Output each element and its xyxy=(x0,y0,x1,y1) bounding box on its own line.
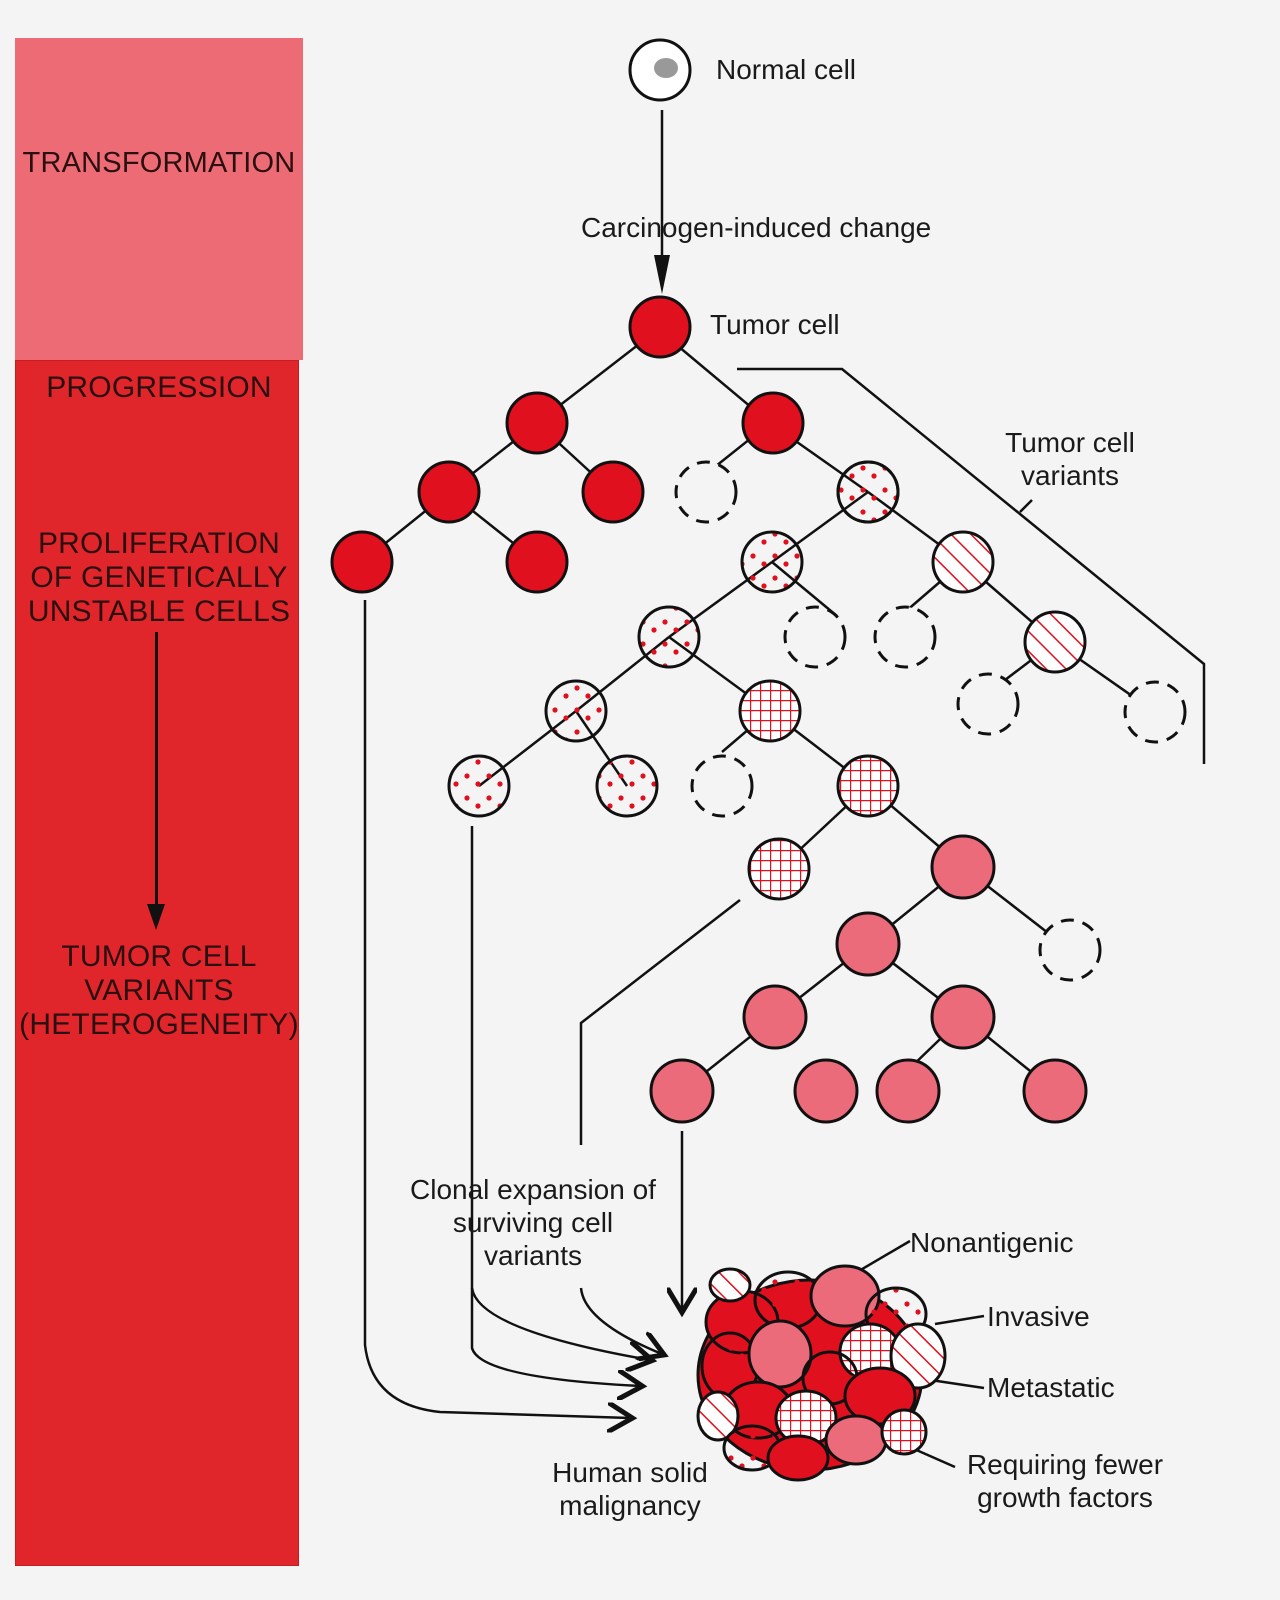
dead-cell xyxy=(1123,680,1187,744)
stage-proliferation-line-3: UNSTABLE CELLS xyxy=(27,595,291,628)
red-cell xyxy=(417,460,481,524)
carcinogen-label: Carcinogen-induced change xyxy=(581,212,932,243)
dead-cell xyxy=(956,672,1020,736)
fewer-growth-line-2: growth factors xyxy=(977,1482,1153,1513)
tumor-cell-variants-line-2: variants xyxy=(1020,460,1120,491)
pink-cell xyxy=(1022,1058,1088,1124)
stage-proliferation-line-1: PROLIFERATION xyxy=(37,527,281,560)
nonantigenic-label: Nonantigenic xyxy=(910,1227,1074,1258)
stage-proliferation-label: PROLIFERATION OF GENETICALLY UNSTABLE CE… xyxy=(0,527,318,629)
invasive-label: Invasive xyxy=(987,1301,1090,1332)
progression-arrow-head xyxy=(147,904,165,930)
pink-cell xyxy=(930,984,996,1050)
dead-cell xyxy=(1038,918,1102,982)
normal-cell-nucleus xyxy=(654,58,678,78)
stage-variants-line-2: VARIANTS xyxy=(84,974,234,1007)
red-cell xyxy=(741,391,805,455)
pink-cell xyxy=(793,1058,859,1124)
tumor-cell-label: Tumor cell xyxy=(710,309,840,340)
stage-transformation-label: TRANSFORMATION xyxy=(22,147,296,179)
dead-cell xyxy=(783,605,847,669)
human-solid-line-2: malignancy xyxy=(559,1490,701,1521)
stage-proliferation-line-2: OF GENETICALLY xyxy=(30,561,288,594)
carcinogen-arrow-head xyxy=(654,255,670,294)
dotted-cell-dashed-edge xyxy=(836,460,900,524)
tumor-cell-origin xyxy=(628,295,692,359)
human-solid-malignancy-label: Human solid malignancy xyxy=(530,1456,730,1522)
pink-cells xyxy=(649,834,1088,1124)
dotted-cell xyxy=(740,530,804,594)
grid-cell xyxy=(836,754,900,818)
tumor-mass xyxy=(696,1264,947,1482)
dotted-cell xyxy=(637,605,701,669)
dead-cell xyxy=(674,460,738,524)
red-cell xyxy=(330,530,394,594)
tumor-cells-red xyxy=(330,295,805,594)
pink-cell xyxy=(930,834,996,900)
normal-cell-label: Normal cell xyxy=(716,54,857,85)
dotted-cell xyxy=(544,679,608,743)
dotted-cell xyxy=(447,754,511,818)
fewer-growth-factors-label: Requiring fewer growth factors xyxy=(950,1448,1180,1514)
pink-cell xyxy=(875,1058,941,1124)
pink-cell xyxy=(835,911,901,977)
tumor-cell-variants-label: Tumor cell variants xyxy=(985,426,1155,492)
grid-cell xyxy=(738,679,802,743)
hatched-cell xyxy=(931,530,995,594)
grid-cell xyxy=(747,837,811,901)
dead-cell xyxy=(873,605,937,669)
progression-band xyxy=(15,360,299,1566)
metastatic-label: Metastatic xyxy=(987,1372,1115,1403)
stage-variants-line-3: (HETEROGENEITY) xyxy=(19,1008,299,1041)
transformation-band xyxy=(15,38,303,360)
pink-cell xyxy=(649,1058,715,1124)
stage-variants-label: TUMOR CELL VARIANTS (HETEROGENEITY) xyxy=(0,940,318,1042)
red-cell xyxy=(505,391,569,455)
tumor-cell-variants-line-1: Tumor cell xyxy=(1005,427,1135,458)
clonal-expansion-line-2: surviving cell xyxy=(452,1207,614,1238)
hatched-cells xyxy=(931,530,1087,674)
hatched-cell xyxy=(1023,610,1087,674)
red-cell xyxy=(505,530,569,594)
pink-cell xyxy=(742,984,808,1050)
dotted-cell xyxy=(595,754,659,818)
stage-progression-label: PROGRESSION xyxy=(46,371,272,404)
human-solid-line-1: Human solid xyxy=(552,1457,708,1488)
grid-cells xyxy=(738,679,900,901)
clonal-expansion-label: Clonal expansion of surviving cell varia… xyxy=(385,1173,681,1272)
red-cell xyxy=(581,460,645,524)
clonal-expansion-line-1: Clonal expansion of xyxy=(410,1174,656,1205)
stage-variants-line-1: TUMOR CELL xyxy=(61,940,257,973)
clonal-expansion-line-3: variants xyxy=(483,1240,583,1271)
progression-arrow-shaft xyxy=(155,632,158,920)
dead-cell xyxy=(690,754,754,818)
fewer-growth-line-1: Requiring fewer xyxy=(966,1449,1164,1480)
dead-cells xyxy=(674,460,1187,982)
dotted-cells xyxy=(447,460,900,818)
